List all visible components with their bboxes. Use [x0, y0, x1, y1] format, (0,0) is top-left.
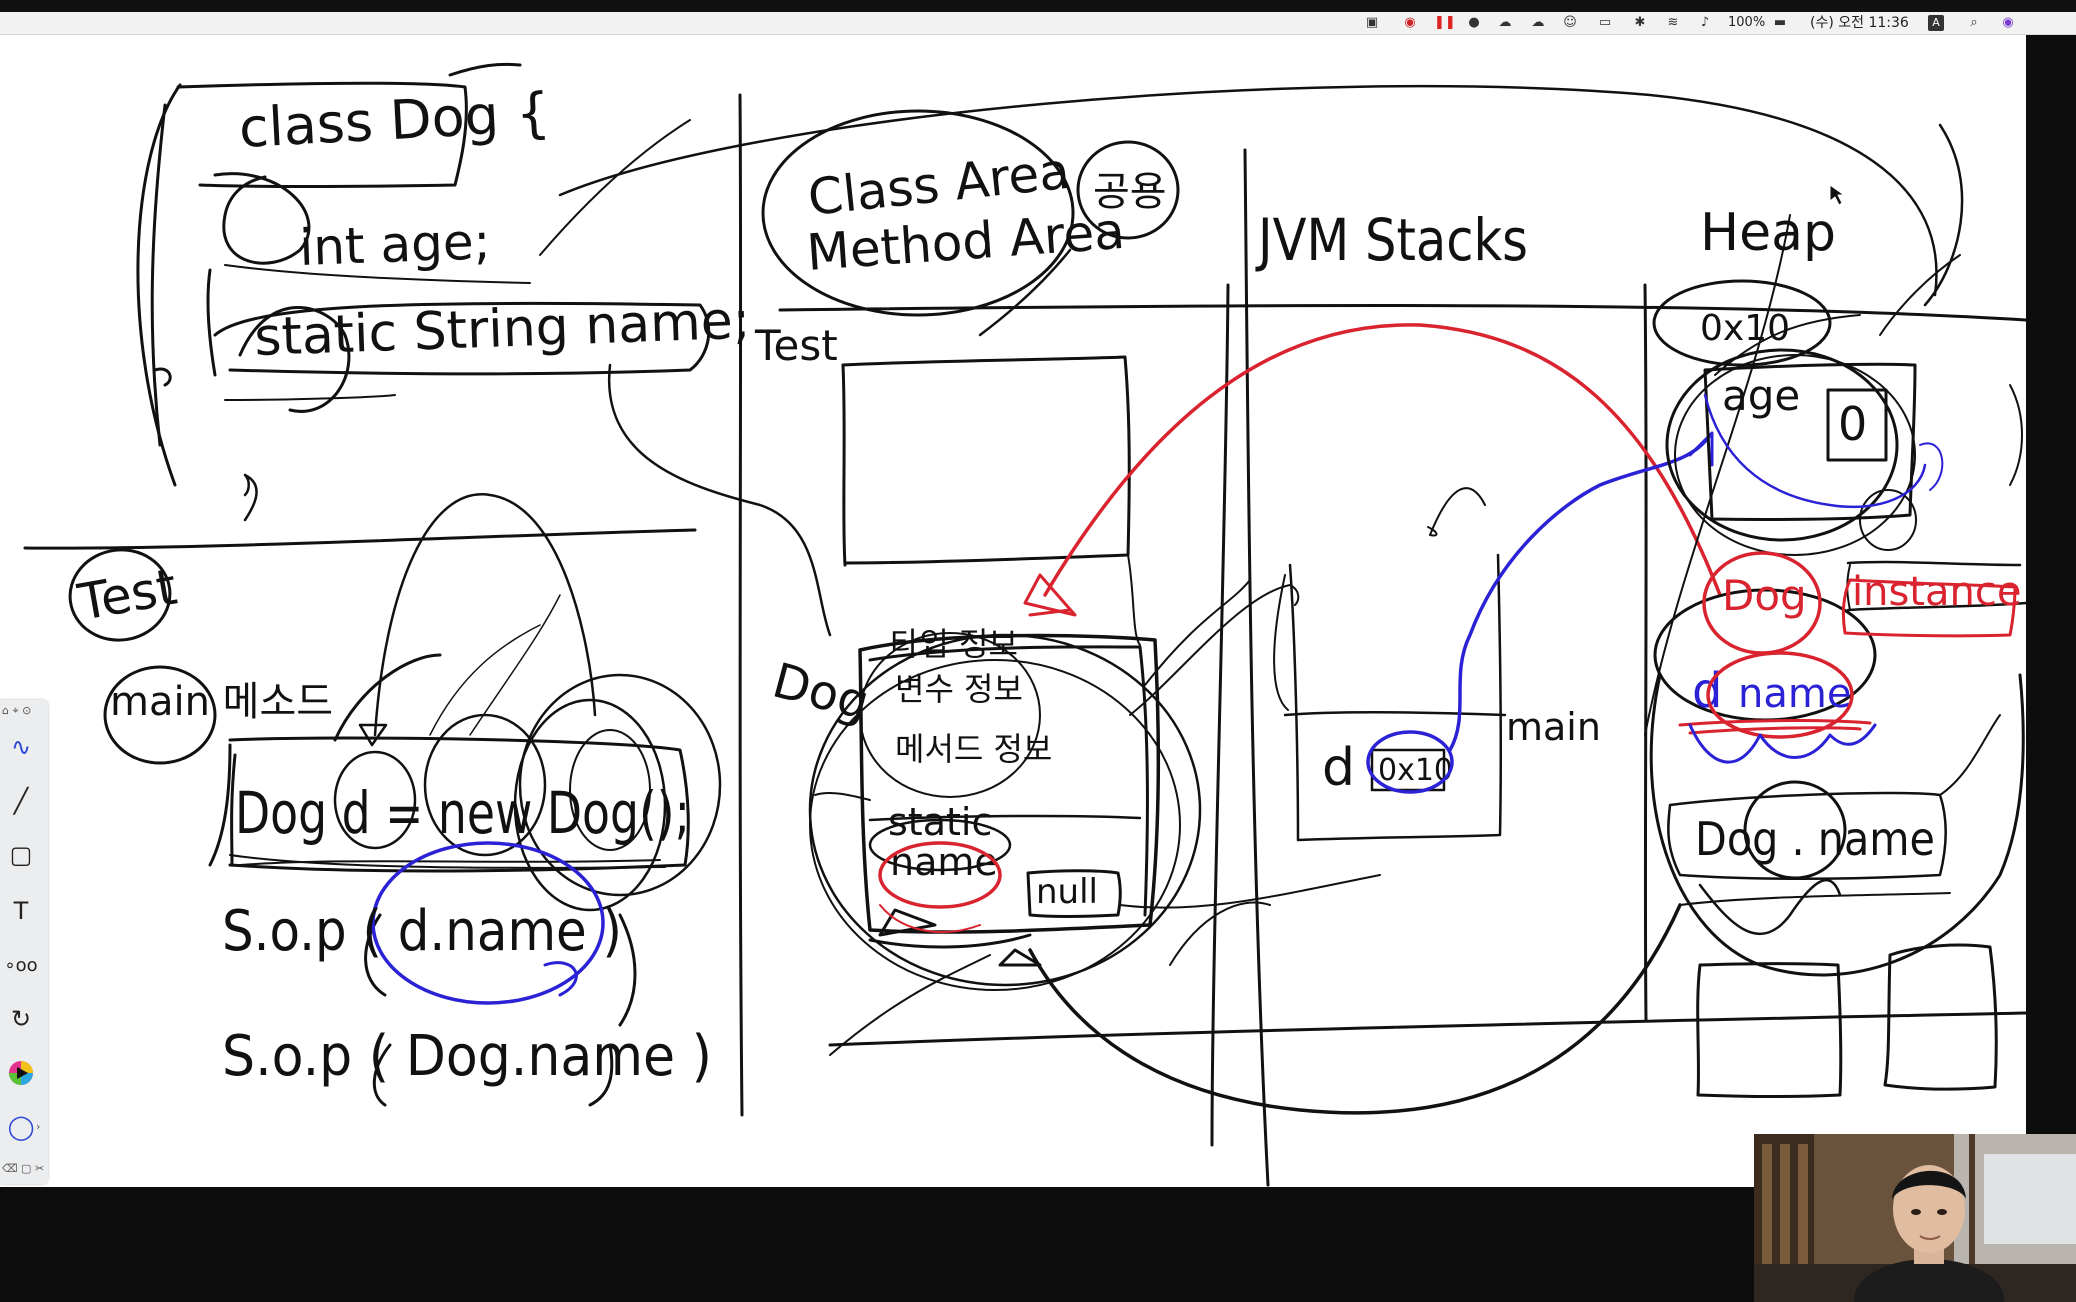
record-icon[interactable]: ◉ [1404, 15, 1416, 30]
siri-icon[interactable]: ◉ [2002, 15, 2014, 30]
heap-age-value: 0 [1838, 397, 1867, 451]
heap-instance-field: name [1738, 671, 1851, 717]
main-method-label: main 메소드 [110, 679, 333, 725]
heap-title: Heap [1700, 203, 1836, 263]
whiteboard-canvas[interactable]: class Dog { int age; static String name; [0, 35, 2028, 1187]
stack-frame-label: main [1506, 705, 1601, 749]
pause-icon[interactable]: ❚❚ [1434, 15, 1456, 30]
screen-edge-right [2026, 35, 2076, 1187]
rectangle-tool-icon[interactable]: ▢ [9, 841, 33, 869]
text-tool-icon[interactable]: T [13, 897, 29, 925]
rotate-tool-icon[interactable]: ↻ [10, 1005, 32, 1033]
toolbar-bottom-icons[interactable]: ⌫ ▢ ✂ [2, 1162, 45, 1175]
cloud-icon[interactable]: ☁ [1498, 15, 1512, 30]
type-info-text: 타입 정보 [890, 625, 1018, 663]
test-section [68, 493, 722, 1107]
highlight-static-name [878, 841, 1002, 909]
divider-test-classarea [738, 93, 744, 1117]
class-area-section [761, 109, 1682, 1115]
screen-edge-bottom [0, 1187, 2076, 1302]
highlight-d-name [371, 841, 605, 1005]
search-icon[interactable]: ⌕ [1970, 15, 1978, 30]
wifi-icon[interactable]: ≋ [1667, 15, 1679, 30]
menubar-clock[interactable]: (수) 오전 11:36 [1810, 15, 1909, 31]
jvm-stacks-section [1273, 487, 1507, 842]
reference-arrow [1448, 433, 1712, 752]
divider-stacks-heap [1643, 283, 1648, 1022]
heap-static-ref: Dog . name [1695, 812, 1935, 866]
field-age-text: int age; [298, 212, 491, 277]
new-dog-statement: Dog d = new Dog(); [235, 779, 690, 847]
volume-icon[interactable]: ♪ [1700, 15, 1710, 30]
var-info-text: 변수 정보 [895, 670, 1023, 708]
color-wheel-icon [9, 1061, 33, 1085]
webcam-presenter-image [1754, 1134, 2076, 1302]
jvm-stacks-title: JVM Stacks [1255, 206, 1528, 274]
shared-label: 공용 [1093, 169, 1167, 215]
line-tool-icon[interactable]: ╱ [13, 787, 29, 815]
menu-bar: ▣ ◉ ❚❚ ● ☁ ☁ ☺ ▭ ✱ ≋ ♪ 100% ▬ (수) 오전 11:… [0, 12, 2076, 35]
method-info-text: 메서드 정보 [895, 730, 1052, 768]
lasso-tool-icon[interactable]: ◯ [7, 1113, 35, 1141]
test-title: Test [73, 558, 181, 632]
lasso-expand-icon[interactable]: › [36, 1120, 41, 1133]
notification-icon[interactable]: ● [1468, 15, 1480, 30]
sop-instance-statement: S.o.p ( d.name ) [222, 899, 622, 964]
highlight-stack-ref [1366, 730, 1454, 794]
static-to-heap-arrow [1028, 903, 1682, 1115]
heap-field-age: age [1722, 371, 1800, 420]
sop-static-statement: S.o.p ( Dog.name ) [222, 1024, 712, 1089]
class-dog-code [136, 62, 711, 522]
class-pointer-arrow [1043, 323, 1722, 597]
divider-test-horizontal [23, 528, 697, 550]
battery-percent: 100% [1728, 15, 1766, 30]
cloud-sync-icon[interactable]: ☁ [1531, 15, 1545, 30]
heap-address: 0x10 [1700, 308, 1790, 349]
airplay-icon[interactable]: ▭ [1598, 15, 1612, 30]
heap-instance-label: instance [1852, 569, 2021, 615]
whiteboard-drawing: class Dog { int age; static String name; [23, 62, 2028, 1187]
input-source-indicator[interactable]: A [1928, 15, 1944, 31]
drawing-toolbar: ⌂ ⌖ ⊙ ∿ ╱ ▢ T ∘oo ↻ ◯ › ⌫ ▢ ✂ [0, 700, 48, 1184]
heap-class-label: Dog [1722, 571, 1807, 620]
class-decl-text: class Dog { [237, 81, 552, 160]
connector-tool-icon[interactable]: ∘oo [4, 954, 38, 976]
pen-tool-icon[interactable]: ∿ [10, 733, 32, 761]
toolbar-top-icons[interactable]: ⌂ ⌖ ⊙ [2, 704, 32, 717]
class-area-test-label: Test [754, 321, 838, 370]
static-field-name: name [890, 840, 998, 884]
overarching-curve [558, 84, 1938, 297]
mouse-cursor-icon [1829, 184, 1845, 206]
static-field-value: null [1036, 872, 1098, 912]
top-frame-strip [0, 0, 2076, 12]
divider-classarea-stacks [1243, 148, 1270, 1187]
color-picker-icon[interactable] [4, 1056, 38, 1090]
static-label: static [888, 800, 992, 844]
field-name-text: static String name; [253, 291, 751, 368]
divider-stacks-inner [1210, 283, 1230, 1147]
webcam-overlay [1754, 1134, 2076, 1302]
accessibility-icon[interactable]: ☺ [1563, 15, 1577, 30]
divider-bottom-horizontal [828, 1011, 2028, 1047]
battery-icon[interactable]: ▬ [1773, 15, 1787, 30]
screen-capture-icon[interactable]: ▣ [1365, 15, 1379, 30]
stack-var-name: d [1322, 738, 1355, 798]
bluetooth-icon[interactable]: ✱ [1634, 15, 1646, 30]
